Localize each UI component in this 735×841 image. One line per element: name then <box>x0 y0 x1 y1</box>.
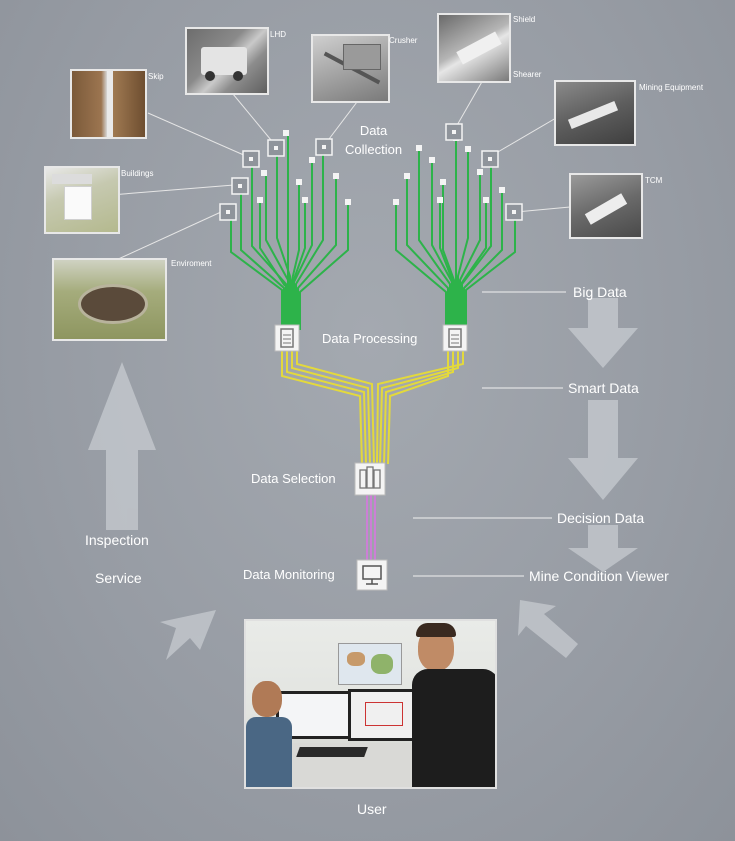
return-arrow-left <box>160 610 216 660</box>
data-processing-label: Data Processing <box>322 331 418 346</box>
down-arrow-decision-data <box>568 525 638 572</box>
data-monitoring-node <box>356 559 388 591</box>
decision-data-wires <box>366 494 376 560</box>
environment-thumbnail <box>52 258 167 341</box>
lhd-thumbnail <box>185 27 269 95</box>
shearer-label: Shearer <box>513 70 542 79</box>
mine-condition-viewer-label: Mine Condition Viewer <box>529 568 669 584</box>
buildings-label: Buildings <box>121 169 154 178</box>
data-selection-node <box>354 462 386 496</box>
sensor-frame-dots <box>226 130 516 214</box>
skip-label: Skip <box>148 72 164 81</box>
thumbnail-connectors <box>97 79 571 262</box>
big-data-label: Big Data <box>573 284 627 300</box>
data-processing-nodes <box>274 324 468 352</box>
return-arrow-right <box>518 600 578 658</box>
label-leaders <box>413 291 566 577</box>
environment-label: Enviroment <box>171 259 212 268</box>
mining-equipment-label: Mining Equipment <box>639 83 704 92</box>
person-right <box>412 621 495 787</box>
service-label: Service <box>95 570 142 586</box>
tcm-thumbnail <box>569 173 643 239</box>
down-arrow-big-data <box>568 298 638 368</box>
mining-equipment-thumbnail <box>554 80 636 146</box>
down-arrow-smart-data <box>568 400 638 500</box>
tcm-label: TCM <box>645 176 663 185</box>
lhd-label: LHD <box>270 30 287 39</box>
smart-data-wires <box>281 350 464 465</box>
decision-data-label: Decision Data <box>557 510 645 526</box>
user-photo <box>244 619 497 789</box>
data-selection-label: Data Selection <box>251 471 336 486</box>
inspection-label: Inspection <box>85 532 149 548</box>
user-label: User <box>357 801 387 817</box>
big-data-wires-left <box>230 135 349 330</box>
crusher-thumbnail <box>311 34 390 103</box>
skip-thumbnail <box>70 69 147 139</box>
sensor-squares <box>257 130 505 205</box>
keyboard <box>296 747 368 757</box>
monitor-right <box>348 689 424 741</box>
flow-arrows <box>88 298 638 660</box>
crusher-label: Crusher <box>389 36 418 45</box>
data-collection-label: Data Collection <box>345 123 403 157</box>
shield-label: Shield <box>513 15 536 24</box>
big-data-wires-right <box>395 138 516 330</box>
buildings-thumbnail <box>44 166 120 234</box>
person-left <box>246 681 292 787</box>
up-arrow-inspection <box>88 362 156 530</box>
shield-shearer-thumbnail <box>437 13 511 83</box>
wall-map <box>338 643 402 685</box>
smart-data-label: Smart Data <box>568 380 639 396</box>
data-monitoring-label: Data Monitoring <box>243 567 335 582</box>
